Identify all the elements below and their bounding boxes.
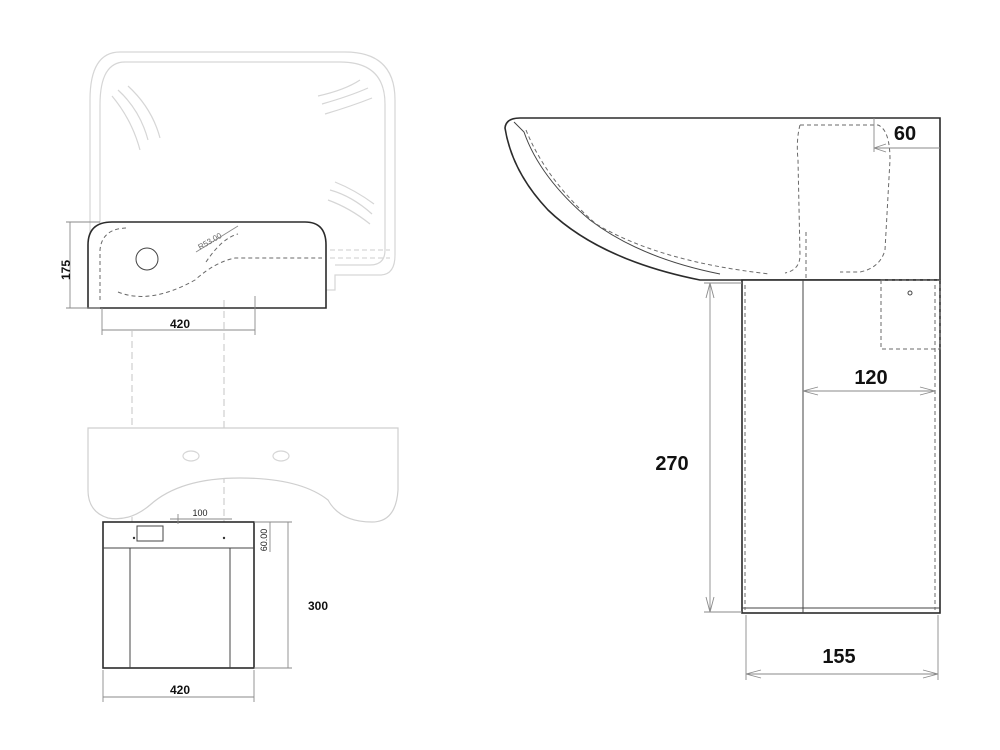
dim-label-420-top: 420 — [170, 317, 190, 331]
basin-outline-ghost — [89, 51, 396, 291]
basin-dash-ghost — [330, 249, 390, 259]
wall-bracket — [880, 279, 941, 350]
arrow — [709, 596, 715, 613]
basin-front-ghost — [87, 427, 399, 523]
basin-rim — [513, 121, 721, 275]
arrow — [709, 282, 715, 299]
tap-hole-right — [272, 450, 290, 462]
arrow — [745, 673, 762, 679]
bowl-inner-dash — [784, 124, 801, 274]
cabinet-slot — [136, 525, 164, 542]
cabinet-front — [102, 521, 255, 669]
arrow — [873, 143, 887, 149]
dim-label-420-bottom: 420 — [170, 683, 190, 697]
bracket-screw — [907, 290, 913, 296]
basin-swirl-ghost — [317, 79, 373, 115]
bowl-contour-inner — [205, 233, 239, 263]
plan-view: R53.00 175 420 — [59, 51, 396, 335]
fixing-point — [222, 536, 226, 540]
arrow — [802, 386, 819, 392]
cabinet-top-section — [87, 221, 327, 309]
front-view: 100 60.00 300 420 — [87, 427, 399, 702]
bowl-inner-dash — [525, 124, 891, 275]
arrow — [873, 147, 887, 153]
arrow — [919, 386, 936, 392]
bowl-contour — [99, 227, 322, 300]
basin-inner-ghost — [99, 61, 386, 266]
dim-label-155: 155 — [822, 646, 855, 668]
basin-profile — [504, 117, 941, 281]
arrow — [922, 673, 939, 679]
dim-label-100: 100 — [192, 508, 207, 518]
dim-label-270: 270 — [655, 453, 688, 475]
arrow — [802, 390, 819, 396]
arrow — [922, 669, 939, 675]
cabinet-edge-dash — [744, 285, 936, 610]
dim-label-120: 120 — [854, 367, 887, 389]
arrow — [919, 390, 936, 396]
basin-swirl-ghost — [327, 181, 375, 225]
drain-hole — [135, 247, 159, 271]
arrow — [705, 282, 711, 299]
side-view: 60 120 270 155 — [504, 117, 941, 680]
cabinet-side — [741, 279, 941, 614]
arrow — [745, 669, 762, 675]
basin-swirl-ghost — [111, 85, 161, 151]
arrow — [705, 596, 711, 613]
tap-hole-left — [182, 450, 200, 462]
dim-label-60-front: 60.00 — [259, 529, 269, 552]
fixing-point — [132, 536, 136, 540]
dim-label-60-side: 60 — [894, 123, 916, 145]
radius-leader — [195, 225, 239, 253]
dim-label-175: 175 — [59, 260, 73, 280]
dim-label-300: 300 — [308, 599, 328, 613]
